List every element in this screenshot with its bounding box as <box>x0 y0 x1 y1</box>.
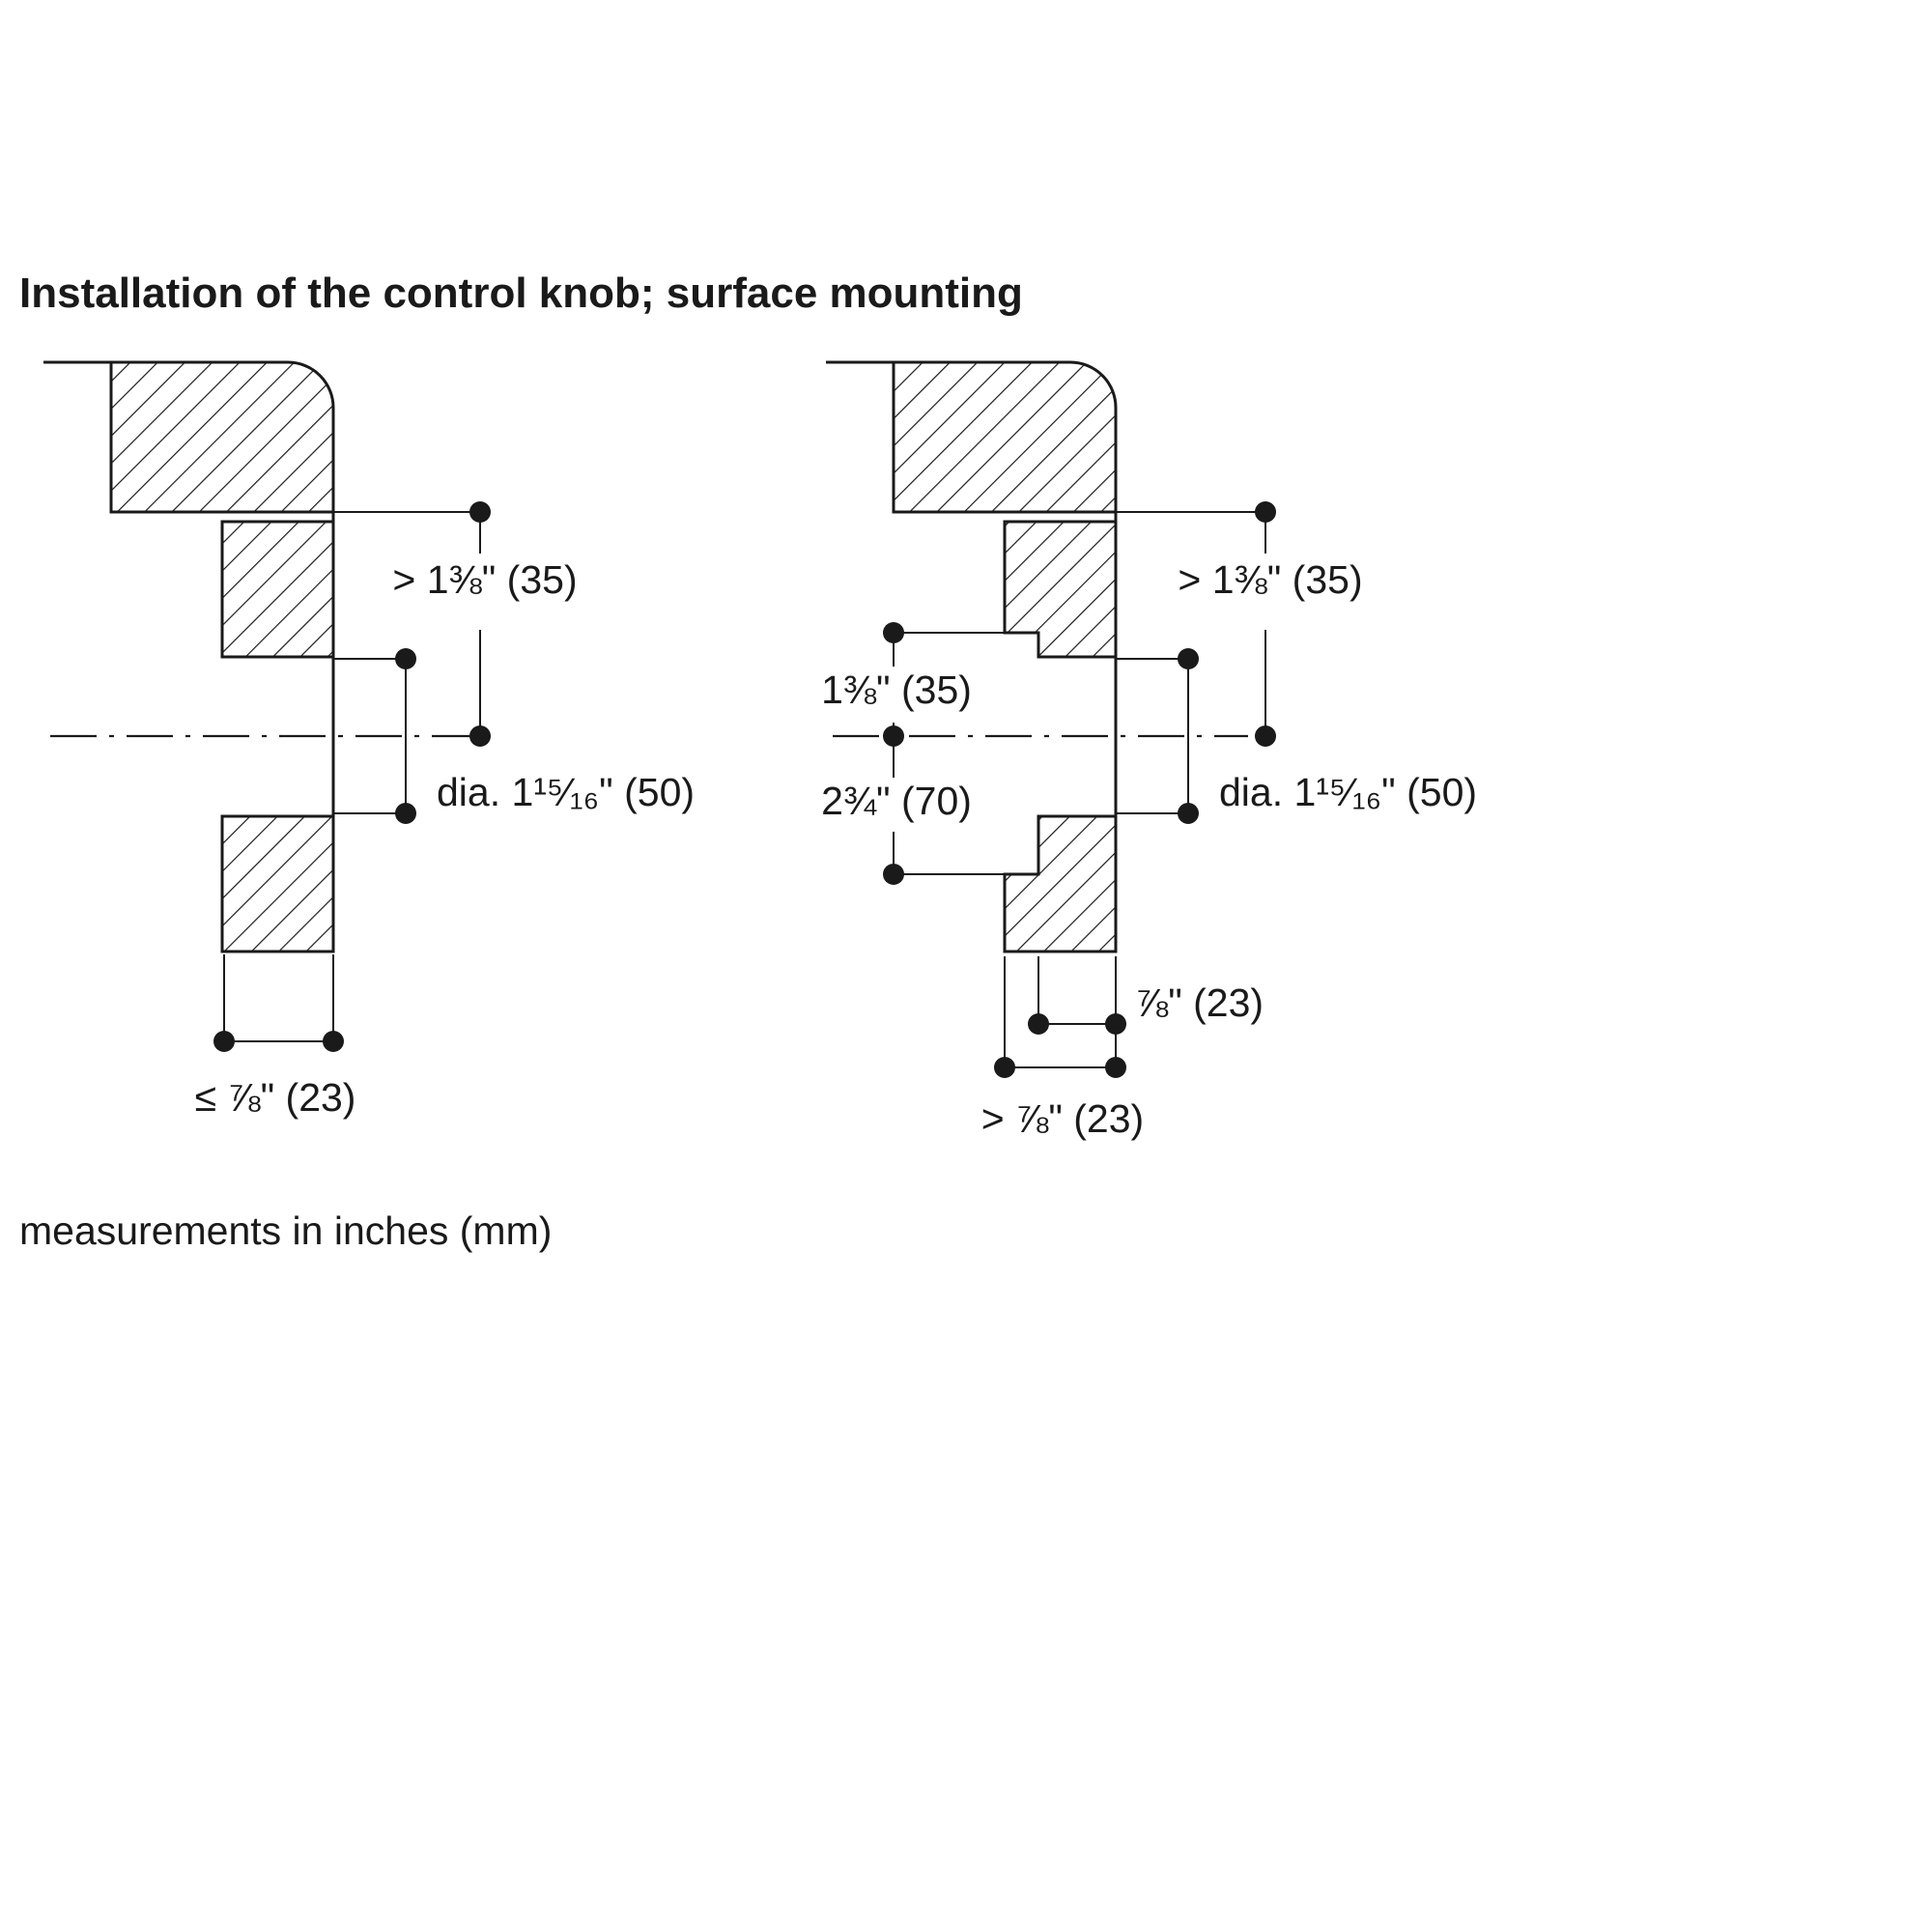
left-dim-clearance-above: > 1⅜" (35) <box>333 501 578 747</box>
right-recess-thickness-dot-left <box>1028 1013 1049 1035</box>
right-panel-thickness-dot-left <box>994 1057 1015 1078</box>
right-panel-thickness-dot-right <box>1105 1057 1126 1078</box>
right-diameter-dot-top <box>1178 648 1199 669</box>
right-hole-diameter-label: dia. 1¹⁵⁄₁₆" (50) <box>1219 770 1477 814</box>
left-dim-panel-thickness: ≤ ⅞" (23) <box>195 954 356 1120</box>
right-clearance-dot-bottom <box>1255 725 1276 747</box>
left-countertop-section <box>109 360 335 514</box>
right-section-view: > 1⅜" (35) 1⅜" (35) 2¾" (70) <box>821 360 1477 1141</box>
left-panel-upper-section <box>220 520 335 659</box>
right-dim-recess-extents: 1⅜" (35) 2¾" (70) <box>821 622 1005 885</box>
right-panel-upper-section <box>1003 520 1118 659</box>
left-panel-thickness-label: ≤ ⅞" (23) <box>195 1075 356 1120</box>
right-recess-top-label: 1⅜" (35) <box>821 668 972 712</box>
right-recess-dot-center <box>883 725 904 747</box>
right-recess-dot-top <box>883 622 904 643</box>
right-dim-recess-thickness: ⅞" (23) <box>1028 956 1264 1035</box>
right-dim-clearance-above: > 1⅜" (35) <box>1116 501 1363 747</box>
right-dim-hole-diameter: dia. 1¹⁵⁄₁₆" (50) <box>1116 648 1477 824</box>
right-panel-lower-section <box>1003 814 1118 953</box>
right-diameter-dot-bottom <box>1178 803 1199 824</box>
left-clearance-dot-top <box>469 501 491 523</box>
left-panel-lower-section <box>220 814 335 953</box>
left-dim-hole-diameter: dia. 1¹⁵⁄₁₆" (50) <box>333 648 695 824</box>
left-thickness-dot-right <box>323 1031 344 1052</box>
right-recess-dot-bottom <box>883 864 904 885</box>
right-recess-thickness-label: ⅞" (23) <box>1135 980 1264 1025</box>
right-clearance-dot-top <box>1255 501 1276 523</box>
page-title: Installation of the control knob; surfac… <box>19 270 1023 317</box>
left-clearance-dot-bottom <box>469 725 491 747</box>
right-panel-thickness-label: > ⅞" (23) <box>981 1096 1144 1141</box>
left-diameter-dot-bottom <box>395 803 416 824</box>
left-section-view: > 1⅜" (35) dia. 1¹⁵⁄₁₆" (50) ≤ ⅞" (23) <box>43 360 695 1120</box>
left-thickness-dot-left <box>213 1031 235 1052</box>
right-countertop-section <box>892 360 1118 514</box>
right-clearance-above-label: > 1⅜" (35) <box>1178 557 1362 602</box>
left-diameter-dot-top <box>395 648 416 669</box>
left-hole-diameter-label: dia. 1¹⁵⁄₁₆" (50) <box>437 770 695 814</box>
right-recess-bottom-label: 2¾" (70) <box>821 779 972 823</box>
right-dim-panel-thickness: > ⅞" (23) <box>981 956 1144 1141</box>
units-note: measurements in inches (mm) <box>19 1208 552 1253</box>
left-clearance-above-label: > 1⅜" (35) <box>392 557 577 602</box>
